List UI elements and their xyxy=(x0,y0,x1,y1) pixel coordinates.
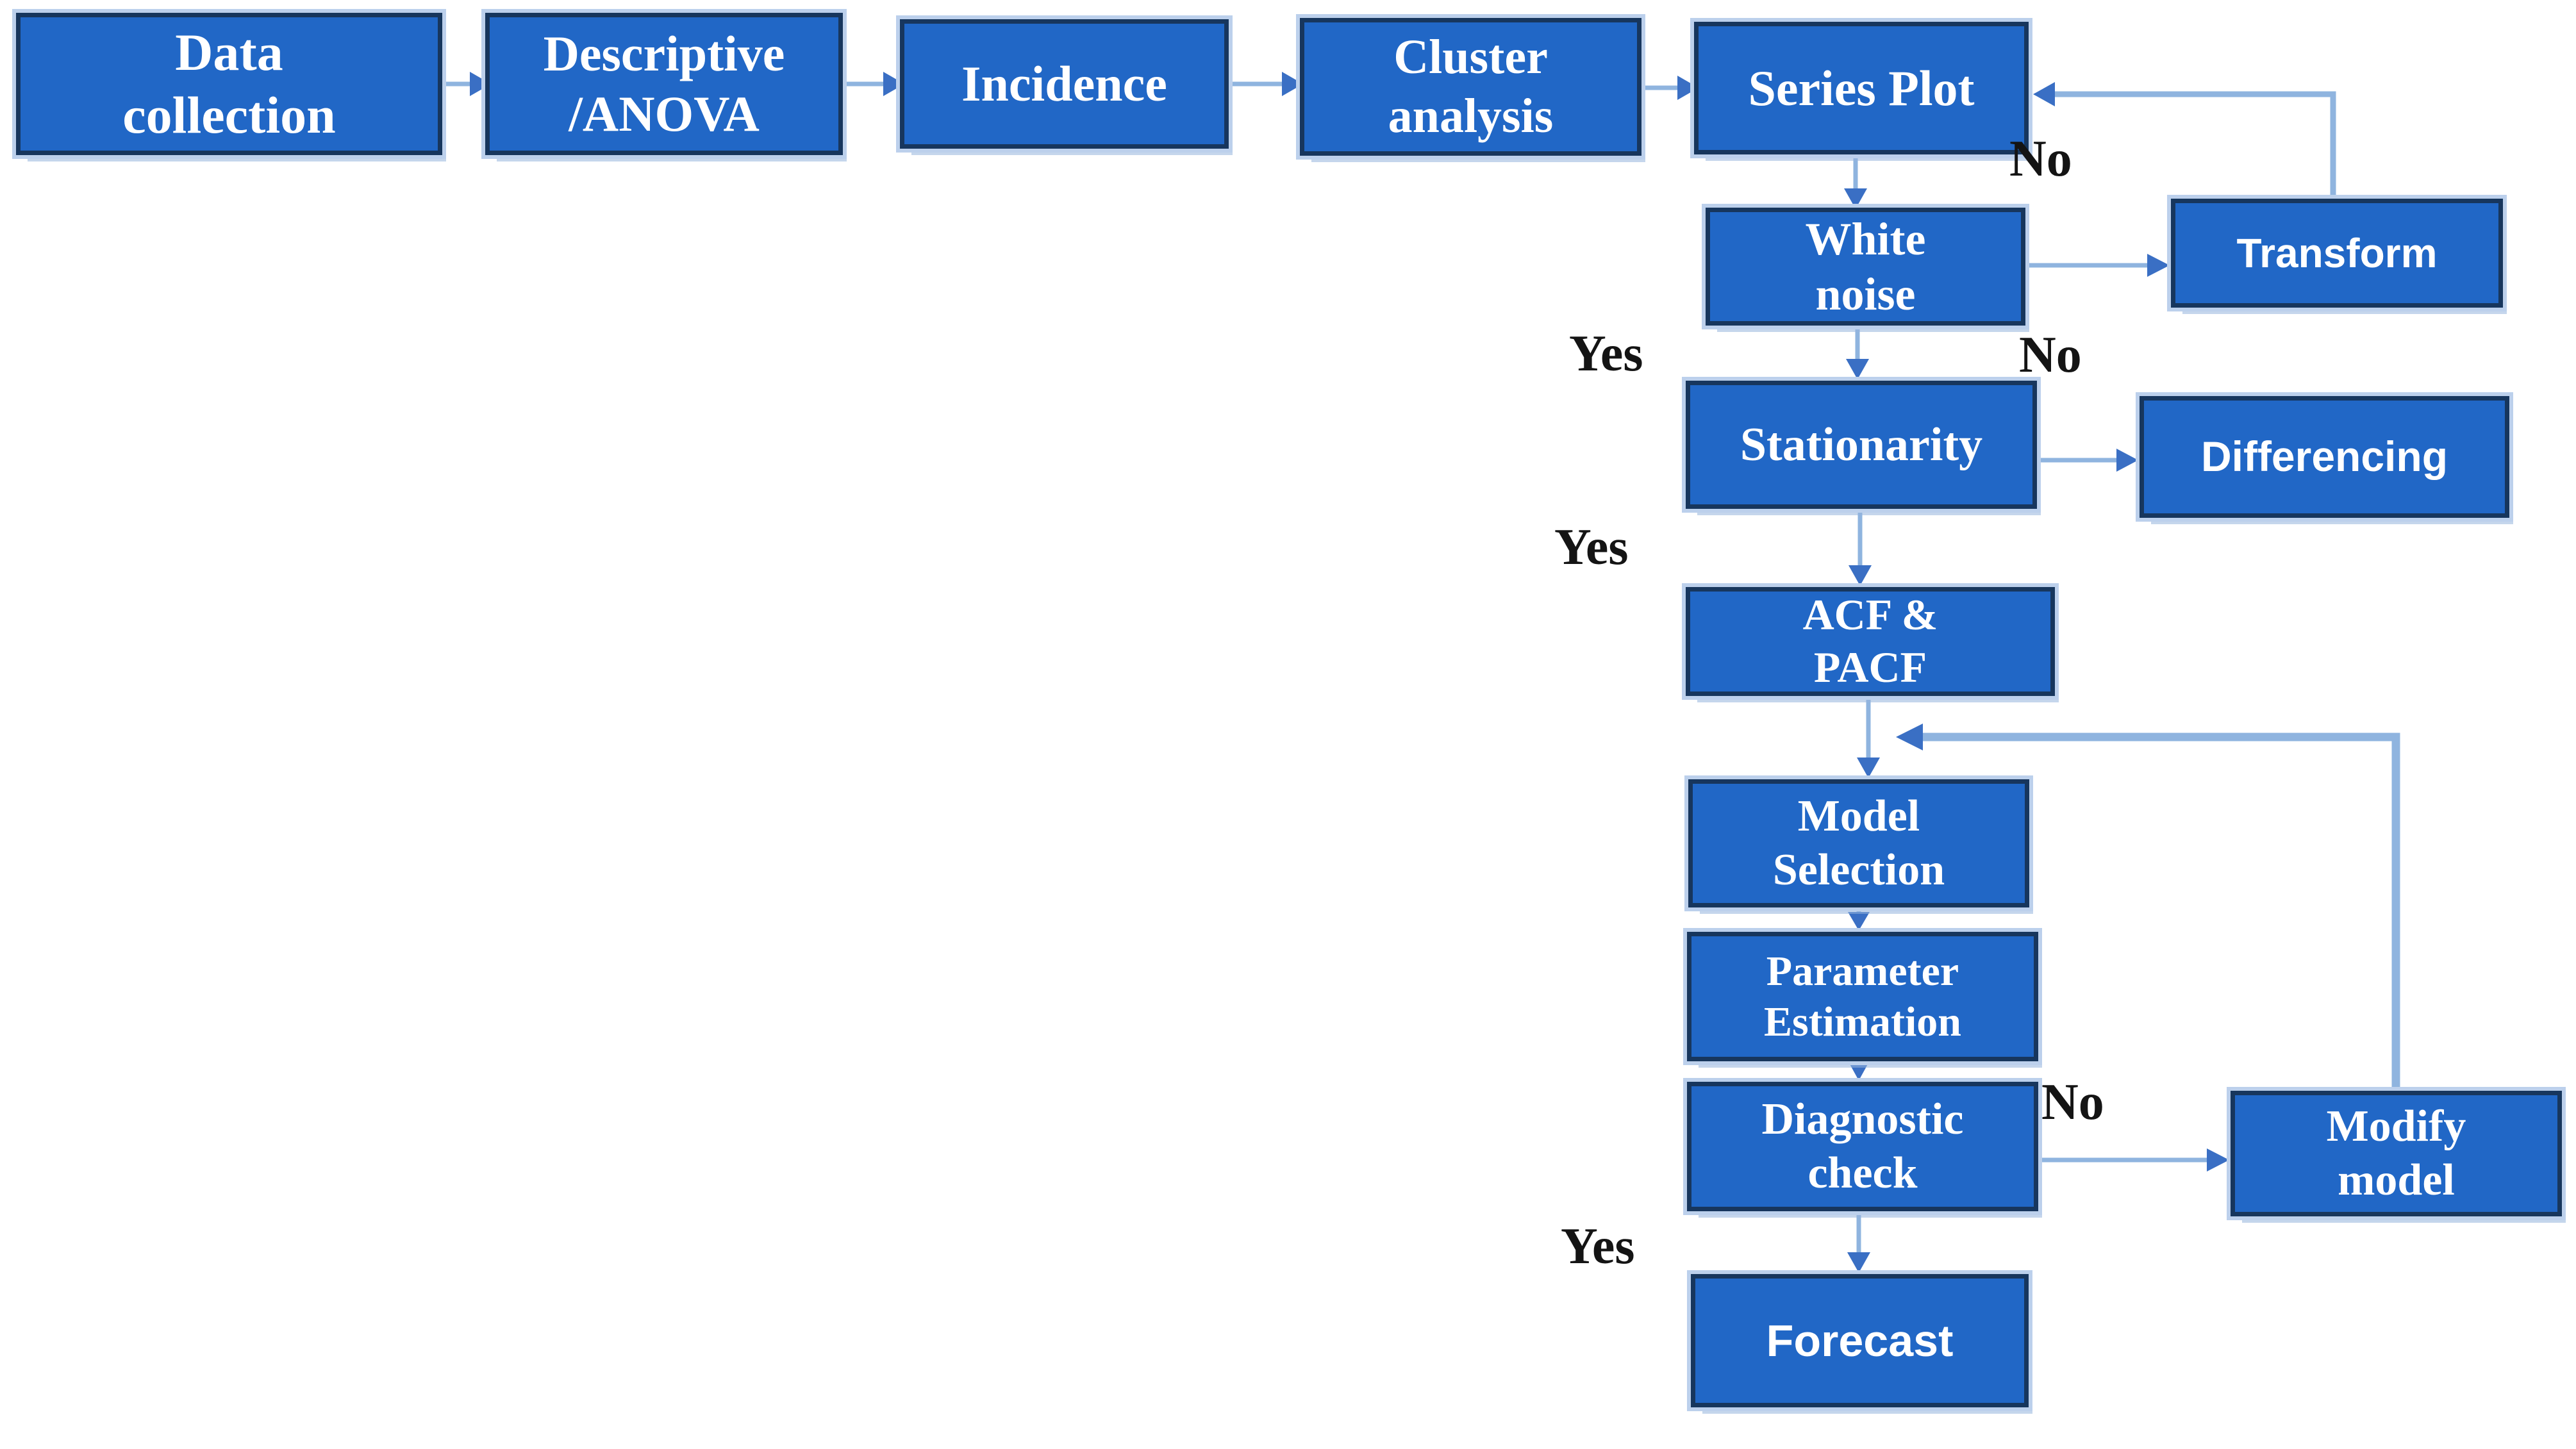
edge-label-no-series-plot: No xyxy=(2009,131,2072,187)
node-data-collection: Data collection xyxy=(16,13,442,155)
node-modify-model: Modify model xyxy=(2231,1091,2562,1216)
edge-modelselection-to-parameter xyxy=(1848,907,1870,931)
node-white-noise: White noise xyxy=(1706,208,2025,326)
edge-label-yes-diagnostic: Yes xyxy=(1561,1218,1635,1275)
node-incidence: Incidence xyxy=(900,19,1229,149)
edge-whitenoise-to-stationarity xyxy=(1846,326,1869,379)
node-cluster-analysis: Cluster analysis xyxy=(1300,18,1641,156)
edge-descriptive-to-incidence xyxy=(843,72,904,96)
edge-cluster-to-seriesplot xyxy=(1641,76,1699,100)
edge-stationarity-to-differencing xyxy=(2037,449,2138,472)
edge-label-no-diagnostic: No xyxy=(2041,1074,2104,1130)
edge-label-yes-white-noise: Yes xyxy=(1569,326,1643,382)
edge-label-yes-stationarity: Yes xyxy=(1554,519,1629,575)
node-differencing: Differencing xyxy=(2140,396,2509,518)
edge-label-no-white-noise: No xyxy=(2019,327,2082,383)
node-descriptive-anova: Descriptive /ANOVA xyxy=(485,13,843,155)
node-series-plot: Series Plot xyxy=(1694,22,2029,154)
edge-transform-to-seriesplot-loop xyxy=(2033,82,2336,199)
node-acf-pacf: ACF & PACF xyxy=(1686,587,2055,696)
node-diagnostic-check: Diagnostic check xyxy=(1687,1082,2038,1211)
edge-seriesplot-to-whitenoise xyxy=(1844,154,1867,209)
node-parameter-estimation: Parameter Estimation xyxy=(1687,932,2038,1061)
edge-acfpacf-to-modelselection xyxy=(1857,696,1880,778)
edge-incidence-to-cluster xyxy=(1229,72,1303,96)
edge-stationarity-to-acfpacf xyxy=(1849,509,1872,586)
edge-parameter-to-diagnostic xyxy=(1849,1061,1869,1081)
edge-whitenoise-to-transform xyxy=(2025,254,2170,277)
edge-modifymodel-to-modelselection-loop xyxy=(1896,724,2400,1091)
node-transform: Transform xyxy=(2171,199,2503,308)
edge-diagnostic-to-modifymodel xyxy=(2038,1148,2229,1172)
node-model-selection: Model Selection xyxy=(1688,779,2029,907)
edge-data-to-descriptive xyxy=(442,72,491,96)
node-forecast: Forecast xyxy=(1691,1274,2029,1407)
edge-diagnostic-to-forecast xyxy=(1847,1211,1870,1273)
node-stationarity: Stationarity xyxy=(1686,381,2037,509)
